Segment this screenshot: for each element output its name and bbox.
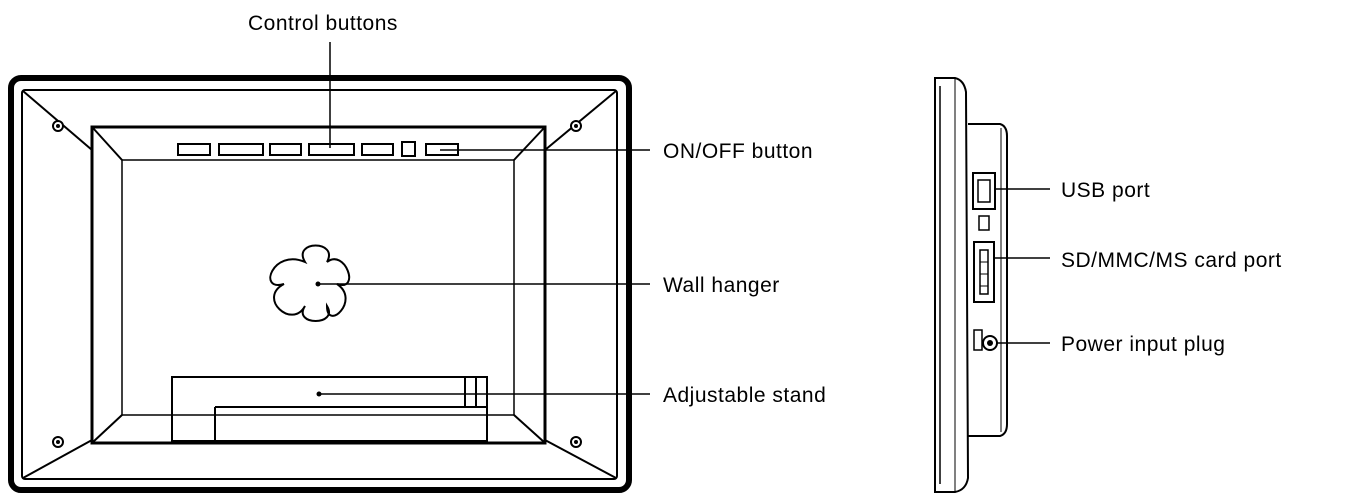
label-usb-port: USB port [1061, 179, 1150, 202]
control-button [401, 141, 416, 157]
label-card-port: SD/MMC/MS card port [1061, 249, 1282, 272]
side-ports [972, 172, 998, 351]
control-buttons-row [177, 141, 459, 157]
adjustable-stand [171, 376, 488, 442]
recess-bevel-line [513, 127, 545, 161]
frame-bevel-line [544, 439, 617, 479]
control-button [308, 143, 355, 156]
control-button [269, 143, 302, 156]
frame-bevel-line [22, 439, 93, 479]
frame-side-view [934, 77, 1008, 493]
rear-leader-lines [318, 42, 650, 395]
back-panel-recess [121, 159, 515, 416]
card-port-icon [973, 241, 995, 303]
side-housing [968, 123, 1008, 437]
recess-bevel-line [513, 414, 545, 443]
label-control-buttons: Control buttons [248, 12, 398, 35]
control-button [218, 143, 264, 156]
control-button [177, 143, 211, 156]
label-adjustable-stand: Adjustable stand [663, 384, 826, 407]
corner-screws [52, 120, 582, 448]
control-button [361, 143, 394, 156]
usb-port-icon [972, 172, 996, 210]
frame-bevel-line [544, 90, 617, 151]
side-shell [934, 77, 970, 493]
recess-bevel-line [92, 127, 123, 161]
side-leader-lines [994, 188, 1050, 344]
back-panel [90, 125, 547, 445]
label-wall-hanger: Wall hanger [663, 274, 780, 297]
wall-hanger-outline [269, 244, 351, 322]
recess-bevel-line [92, 414, 123, 443]
label-power-input-plug: Power input plug [1061, 333, 1225, 356]
label-on-off-button: ON/OFF button [663, 140, 813, 163]
stand-body [171, 376, 488, 442]
